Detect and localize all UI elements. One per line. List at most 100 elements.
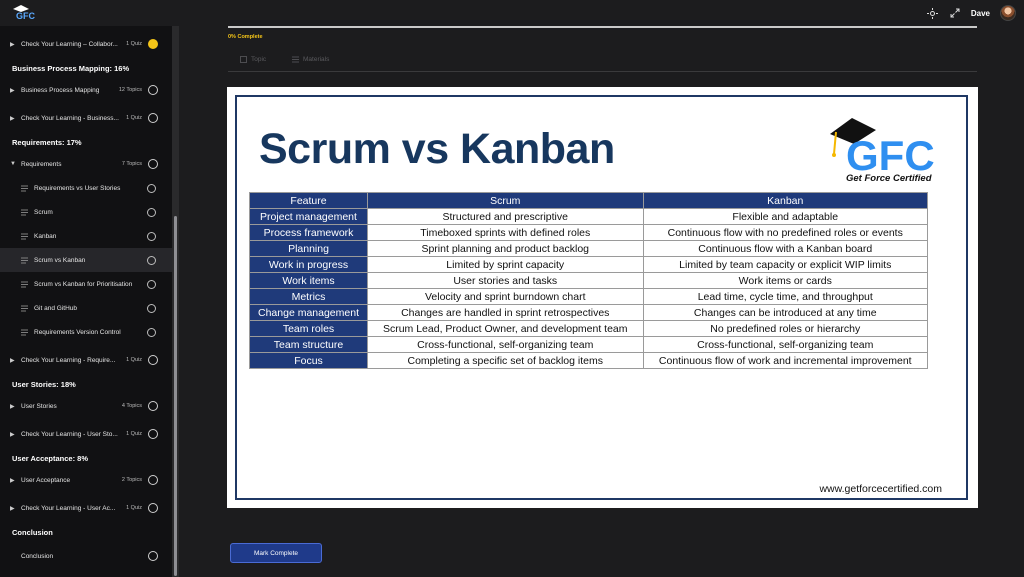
sidebar-item-label: Business Process Mapping [21,86,100,94]
feature-cell: Focus [249,352,368,369]
sidebar-lesson-item[interactable]: ▼ Requirements 7 Topics [0,152,172,176]
sidebar-item-label: Conclusion [21,552,54,560]
lesson-tabs: Topic Materials [228,52,977,72]
kanban-cell: Cross-functional, self-organizing team [642,336,928,353]
incomplete-status-icon [148,551,158,561]
scrum-cell: Timeboxed sprints with defined roles [367,224,644,241]
sidebar-topic-item[interactable]: Scrum vs Kanban [0,248,172,272]
sidebar-topic-item[interactable]: Scrum [0,200,172,224]
sidebar-item-label: User Stories [21,402,57,410]
sidebar-topic-item[interactable]: Requirements vs User Stories [0,176,172,200]
caret-right-icon[interactable]: ▶ [10,357,15,364]
avatar[interactable] [1000,5,1016,21]
sidebar-topic-item[interactable]: Requirements Version Control [0,320,172,344]
feature-cell: Project management [249,208,368,225]
slide-url: www.getforcecertified.com [819,483,942,495]
kanban-cell: Work items or cards [642,272,928,289]
caret-right-icon[interactable]: ▶ [10,87,15,94]
incomplete-status-icon [148,85,158,95]
feature-cell: Work in progress [249,256,368,273]
table-row: Team structure Cross-functional, self-org… [249,336,928,353]
incomplete-status-icon [147,231,156,241]
completed-status-icon [148,39,158,49]
sidebar-item-label: Requirements [21,160,62,168]
incomplete-status-icon [148,429,158,439]
incomplete-status-icon [148,401,158,411]
scrum-cell: Scrum Lead, Product Owner, and developme… [367,320,644,337]
sidebar-lesson-item[interactable]: Conclusion [0,544,172,568]
feature-cell: Team structure [249,336,368,353]
caret-right-icon[interactable]: ▶ [10,477,15,484]
sidebar-item-label: Scrum vs Kanban for Prioritisation [34,280,133,288]
sidebar-item-count: 1 Quiz [126,115,142,121]
caret-right-icon[interactable]: ▶ [10,403,15,410]
topic-doc-icon [21,257,28,263]
tab-topic[interactable]: Topic [240,56,266,63]
lesson-slide: Scrum vs Kanban GFC Get Force Certified … [227,87,978,508]
kanban-cell: No predefined roles or hierarchy [642,320,928,337]
fullscreen-icon[interactable] [949,7,961,19]
sidebar-lesson-item[interactable]: ▶ Check Your Learning - Require... 1 Quiz [0,348,172,372]
kanban-cell: Continuous flow with no predefined roles… [642,224,928,241]
user-name[interactable]: Dave [970,8,990,18]
topic-doc-icon [21,185,28,191]
sidebar-scrollbar-thumb[interactable] [174,216,177,576]
gfc-logo-small[interactable]: GFC [10,4,40,22]
section-heading: User Stories: 18% [12,380,76,389]
caret-right-icon[interactable]: ▶ [10,115,15,122]
sidebar-topic-item[interactable]: Git and GitHub [0,296,172,320]
mark-complete-button[interactable]: Mark Complete [230,543,322,563]
sidebar-item-label: Kanban [34,232,57,240]
tab-materials-label: Materials [303,56,330,63]
caret-right-icon[interactable]: ▶ [10,41,15,48]
incomplete-status-icon [148,355,158,365]
svg-text:GFC: GFC [16,11,35,21]
sidebar-lesson-item[interactable]: ▶Check Your Learning - Business...1 Quiz [0,106,172,130]
sidebar-item-count: 7 Topics [121,161,142,167]
caret-right-icon[interactable]: ▶ [10,431,15,438]
scrum-cell: Completing a specific set of backlog ite… [367,352,644,369]
slide-title: Scrum vs Kanban [259,125,615,173]
tab-topic-label: Topic [251,56,267,63]
caret-right-icon[interactable]: ▶ [10,505,15,512]
feature-cell: Planning [249,240,368,257]
sidebar-topic-item[interactable]: Scrum vs Kanban for Prioritisation [0,272,172,296]
header-scrum: Scrum [367,192,644,209]
sidebar-lesson-item[interactable]: ▶Check Your Learning – Collabor...1 Quiz [0,32,172,56]
gfc-logo-caption: Get Force Certified [846,173,932,184]
sidebar-item-label: Scrum vs Kanban [34,256,86,264]
tab-materials[interactable]: Materials [292,56,329,63]
feature-cell: Metrics [249,288,368,305]
sidebar-item-count: 2 Topics [121,477,142,483]
sidebar-lesson-item[interactable]: ▶Check Your Learning - User Sto...1 Quiz [0,422,172,446]
caret-down-icon[interactable]: ▼ [10,161,16,167]
topic-doc-icon [21,209,28,215]
brightness-icon[interactable] [927,7,939,19]
sidebar-item-label: Check Your Learning - Require... [21,356,116,364]
scrum-cell: Velocity and sprint burndown chart [367,288,644,305]
feature-cell: Work items [249,272,368,289]
incomplete-status-icon [148,113,158,123]
sidebar-item-count: 1 Quiz [126,357,142,363]
document-icon [240,56,247,63]
section-heading: User Acceptance: 8% [12,454,89,463]
sidebar-topic-item[interactable]: Kanban [0,224,172,248]
sidebar-lesson-item[interactable]: ▶Check Your Learning - User Ac...1 Quiz [0,496,172,520]
kanban-cell: Continuous flow with a Kanban board [642,240,928,257]
kanban-cell: Lead time, cycle time, and throughput [642,288,928,305]
sidebar-item-label: Requirements vs User Stories [34,184,121,192]
top-bar: GFC Dave [0,0,1024,26]
scrum-cell: Structured and prescriptive [367,208,644,225]
sidebar-item-label: Git and GitHub [34,304,77,312]
sidebar-item-label: Scrum [34,208,53,216]
gfc-logo: GFC [830,118,935,179]
sidebar-item-count: 1 Quiz [126,41,142,47]
